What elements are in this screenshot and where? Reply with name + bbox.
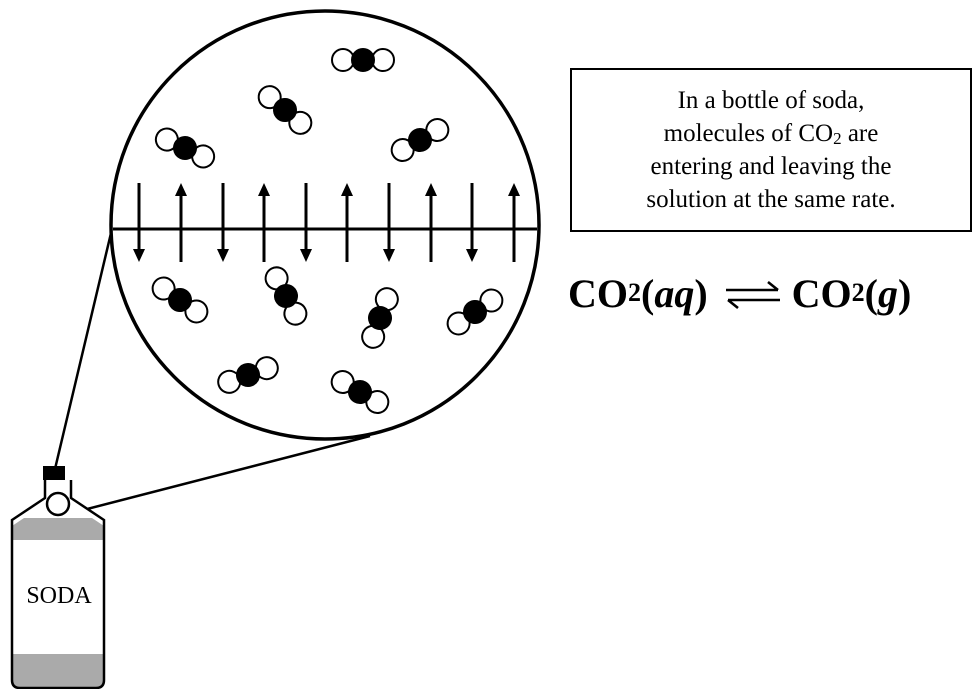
- reactant-formula: CO: [568, 270, 628, 316]
- co2-molecule: [361, 287, 399, 349]
- product-formula: CO: [791, 270, 852, 316]
- arrow-down: [466, 183, 478, 262]
- co2-molecules: [151, 48, 504, 414]
- co2-molecule: [446, 288, 504, 336]
- exchange-arrows: [133, 183, 520, 262]
- co2-molecule: [151, 276, 209, 324]
- caption-line-3: entering and leaving the: [650, 153, 892, 180]
- liquid-bottom: [12, 654, 104, 688]
- product-state: g: [877, 270, 898, 316]
- co2-molecule: [264, 266, 308, 326]
- product-state-open: (: [864, 270, 878, 316]
- co2-molecule: [217, 356, 279, 394]
- reactant-state: aq: [654, 270, 695, 316]
- product-state-close: ): [897, 270, 912, 316]
- caption-line-4: solution at the same rate.: [646, 186, 896, 213]
- caption-text: In a bottle of soda, molecules of CO2 ar…: [646, 84, 895, 216]
- arrow-down: [383, 183, 395, 262]
- liquid-top: [12, 518, 104, 540]
- arrow-up: [175, 183, 187, 262]
- caption-subscript: 2: [833, 129, 842, 148]
- caption-line-1: In a bottle of soda,: [677, 87, 865, 114]
- bottle-cap: [43, 466, 65, 480]
- arrow-up: [258, 183, 270, 262]
- arrow-down: [217, 183, 229, 262]
- reactant-state-open: (: [641, 270, 655, 316]
- caption-line-2-pre: molecules of CO: [663, 120, 834, 147]
- magnified-view-circle: [109, 9, 541, 441]
- co2-molecule: [154, 127, 216, 169]
- caption-box: In a bottle of soda, molecules of CO2 ar…: [570, 68, 972, 232]
- zoom-line-left: [48, 211, 118, 491]
- arrow-down: [300, 183, 312, 262]
- bottle-label: SODA: [26, 583, 92, 609]
- equilibrium-arrows-icon: [725, 280, 780, 310]
- zoom-line-right: [59, 434, 371, 518]
- arrow-up: [425, 183, 437, 262]
- zoom-focus-circle: [45, 491, 71, 517]
- soda-bottle: [10, 466, 106, 689]
- reactant-state-close: ): [694, 270, 708, 316]
- caption-line-2: molecules of CO2 are: [646, 117, 895, 150]
- co2-molecule: [390, 118, 450, 162]
- co2-molecule: [257, 85, 313, 135]
- co2-molecule: [330, 370, 390, 414]
- bottle-outline: [10, 480, 106, 689]
- caption-line-2-post: are: [841, 120, 879, 147]
- arrow-up: [508, 183, 520, 262]
- co2-molecule: [331, 48, 395, 72]
- arrow-up: [341, 183, 353, 262]
- arrow-down: [133, 183, 145, 262]
